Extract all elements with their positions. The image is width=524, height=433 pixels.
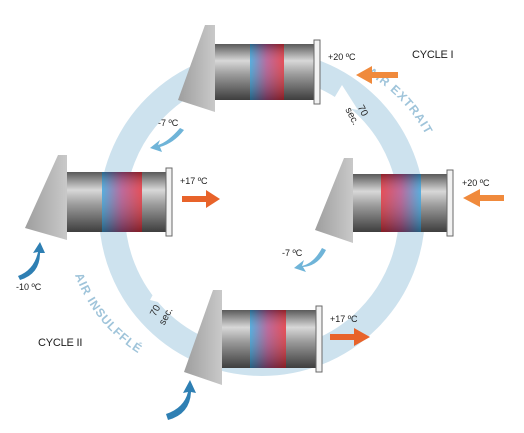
hot-arrow-top-icon	[356, 66, 398, 84]
temp-right-out: +20 ºC	[462, 178, 490, 188]
cold-arrow-bottom-icon	[166, 380, 196, 420]
wall-top	[178, 25, 215, 112]
temp-bottom-out: +17 ºC	[330, 314, 358, 324]
cold-arrow-left-icon	[18, 242, 45, 280]
ring-arrow-top-right-icon	[330, 85, 358, 110]
temp-top-out: +20 ºC	[328, 52, 356, 62]
unit-top	[178, 25, 321, 112]
ring-arrow-bottom-left-icon	[150, 285, 170, 305]
cycle-2-label: CYCLE II	[38, 337, 83, 349]
temp-top-in: -7 ºC	[158, 118, 179, 128]
hot-arrow-right-icon	[463, 189, 504, 207]
cold-arrow-right-icon	[294, 248, 326, 272]
hot-arrow-bottom-icon	[330, 328, 370, 346]
wall-left	[25, 155, 67, 240]
temp-left-in: -10 ºC	[16, 282, 42, 292]
hot-arrow-left-icon	[182, 190, 220, 208]
svg-text:70: 70	[148, 303, 163, 318]
temp-right-in: -7 ºC	[282, 248, 303, 258]
cold-arrow-top-icon	[150, 128, 184, 152]
wall-bottom	[184, 290, 222, 385]
unit-right	[315, 158, 454, 243]
svg-text:70: 70	[355, 103, 370, 118]
wall-right	[315, 158, 353, 243]
unit-left	[25, 155, 173, 240]
unit-bottom	[184, 290, 323, 385]
temp-left-out: +17 ºC	[180, 176, 208, 186]
cycle-1-label: CYCLE I	[412, 49, 454, 61]
